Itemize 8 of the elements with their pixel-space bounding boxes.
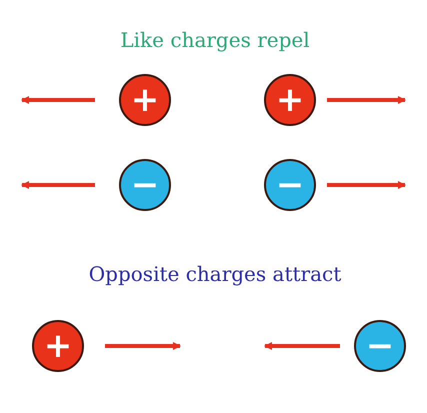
heading: Opposite charges attract [88, 262, 342, 286]
charge-circle: + [32, 320, 84, 372]
charge-circle: − [264, 159, 316, 211]
charge-circle: − [119, 159, 171, 211]
charge-circle: + [264, 74, 316, 126]
charge-circle: + [119, 74, 171, 126]
heading: Like charges repel [120, 28, 310, 52]
charge-circle: − [354, 320, 406, 372]
